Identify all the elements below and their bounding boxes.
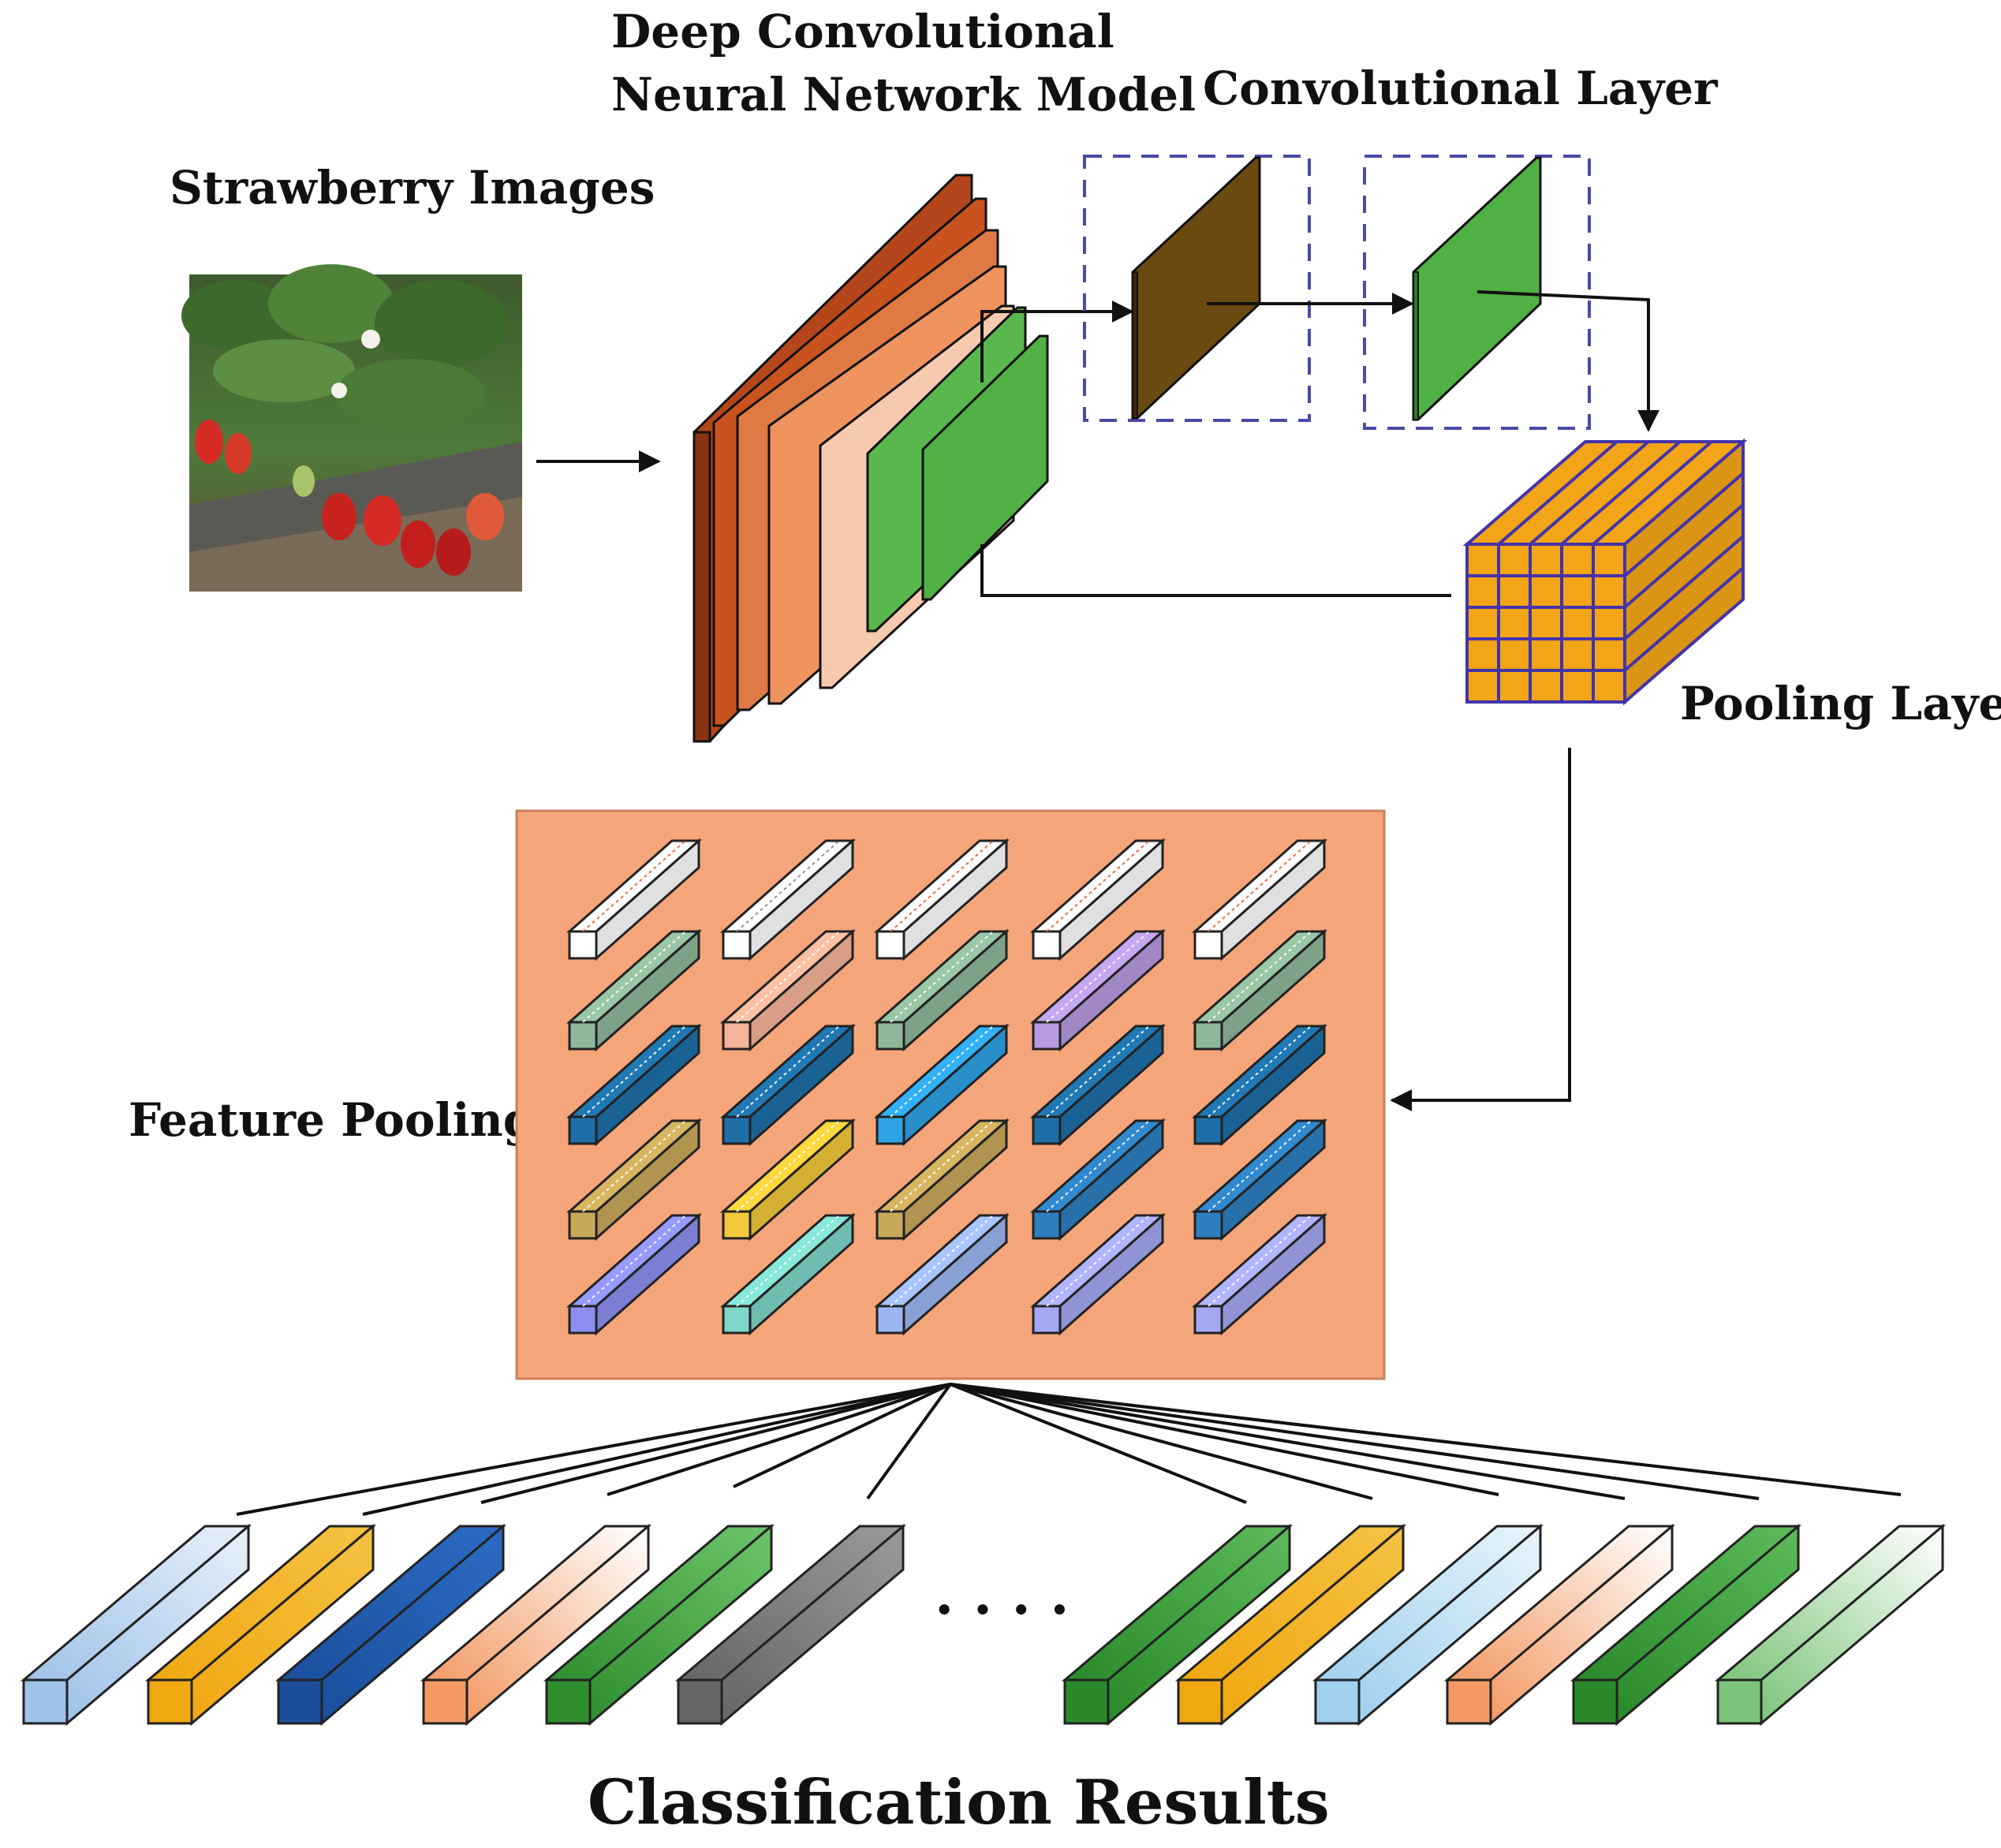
feature-prism bbox=[566, 1212, 702, 1336]
pool-cell bbox=[1560, 543, 1595, 577]
classification-results-title: Classification Results bbox=[588, 1767, 1330, 1839]
fan-line bbox=[733, 1383, 951, 1488]
pool-cell bbox=[1497, 574, 1532, 609]
pool-cell bbox=[1529, 543, 1563, 577]
feature-prism bbox=[566, 1023, 702, 1147]
result-bar bbox=[543, 1523, 775, 1727]
feature-prism bbox=[1030, 1118, 1166, 1241]
pool-cell bbox=[1529, 669, 1563, 704]
fan-line bbox=[950, 1383, 1373, 1500]
feature-prism bbox=[720, 1118, 856, 1241]
feature-prism bbox=[1030, 838, 1166, 961]
strawberry-image bbox=[181, 264, 522, 592]
feature-prism bbox=[874, 1023, 1010, 1147]
result-bar bbox=[144, 1523, 377, 1727]
result-bar bbox=[1174, 1523, 1407, 1727]
pooling-layer-title: Pooling Layer bbox=[1680, 677, 2001, 730]
pool-cell bbox=[1465, 669, 1500, 704]
pool-cell bbox=[1529, 574, 1563, 609]
feature-prism bbox=[1192, 1023, 1327, 1147]
fan-line bbox=[950, 1383, 1626, 1500]
fan-line bbox=[866, 1383, 952, 1500]
fan-out-lines bbox=[236, 1383, 1902, 1516]
result-bar bbox=[20, 1523, 252, 1727]
feature-prism bbox=[874, 1118, 1010, 1241]
fan-line bbox=[950, 1383, 1499, 1496]
pool-cell bbox=[1497, 637, 1532, 672]
conv-box-2 bbox=[1363, 155, 1591, 430]
feature-pooling-title: Feature Pooling bbox=[129, 1093, 535, 1147]
pool-cell bbox=[1560, 637, 1595, 672]
fan-line bbox=[480, 1383, 951, 1504]
line-pool-to-model bbox=[980, 544, 1451, 597]
feature-prism bbox=[1192, 838, 1327, 961]
fan-line bbox=[607, 1383, 951, 1496]
pool-cell bbox=[1592, 606, 1626, 640]
result-bar bbox=[1714, 1523, 1947, 1727]
conv-layer-green bbox=[1412, 156, 1542, 421]
result-bar bbox=[1312, 1523, 1544, 1727]
pool-cell bbox=[1465, 574, 1500, 609]
feature-prism bbox=[1030, 928, 1166, 1052]
model-title-line2: Neural Network Model bbox=[611, 68, 1196, 121]
arrow-conv2-to-pool bbox=[1476, 290, 1659, 432]
input-title: Strawberry Images bbox=[170, 161, 655, 215]
cnn-model-stack bbox=[693, 174, 1049, 743]
conv-layer-title: Convolutional Layer bbox=[1203, 62, 1719, 115]
arrow-pool-to-feature bbox=[1390, 748, 1571, 1111]
result-bar bbox=[1443, 1523, 1676, 1727]
model-title-line1: Deep Convolutional bbox=[611, 5, 1114, 58]
pooling-cube bbox=[1462, 438, 1748, 706]
result-bar bbox=[1061, 1523, 1294, 1727]
feature-prism bbox=[1192, 1212, 1327, 1336]
pool-cell bbox=[1560, 669, 1595, 704]
feature-prism bbox=[720, 838, 856, 961]
pool-cell bbox=[1592, 543, 1626, 577]
feature-prism bbox=[1030, 1212, 1166, 1336]
conv-layer-brown bbox=[1131, 156, 1261, 420]
conv-box-1 bbox=[1083, 155, 1311, 422]
pool-cell bbox=[1592, 669, 1626, 704]
fan-line bbox=[362, 1383, 951, 1516]
arrow-model-to-conv bbox=[980, 301, 1134, 383]
feature-prism bbox=[874, 1212, 1010, 1336]
feature-prism bbox=[1030, 1023, 1166, 1147]
fan-line bbox=[950, 1383, 1247, 1504]
result-bar bbox=[420, 1523, 652, 1727]
result-bar bbox=[674, 1523, 907, 1727]
fan-line bbox=[236, 1383, 951, 1516]
feature-prism bbox=[566, 1118, 702, 1241]
feature-prism bbox=[874, 838, 1010, 961]
result-bar bbox=[274, 1523, 507, 1727]
pool-cell bbox=[1529, 606, 1563, 640]
pool-cell bbox=[1560, 574, 1595, 609]
feature-prism bbox=[566, 838, 702, 961]
feature-prism bbox=[566, 928, 702, 1052]
feature-prism bbox=[1192, 1118, 1327, 1241]
cnn-layer bbox=[921, 334, 1049, 601]
fan-line bbox=[950, 1383, 1760, 1500]
pool-cell bbox=[1465, 543, 1500, 577]
pool-cell bbox=[1497, 543, 1532, 577]
pool-cell bbox=[1465, 606, 1500, 640]
classification-result-bars bbox=[20, 1523, 1947, 1727]
feature-grid bbox=[566, 838, 1327, 1336]
pool-cell bbox=[1560, 606, 1595, 640]
pool-cell bbox=[1529, 637, 1563, 672]
pool-cell bbox=[1592, 574, 1626, 609]
fan-line bbox=[950, 1383, 1902, 1496]
feature-prism bbox=[720, 928, 856, 1052]
feature-prism bbox=[874, 928, 1010, 1052]
feature-prism bbox=[720, 1212, 856, 1336]
feature-prism bbox=[1192, 928, 1327, 1052]
pool-cell bbox=[1497, 606, 1532, 640]
result-bar bbox=[1570, 1523, 1802, 1727]
pool-cell bbox=[1592, 637, 1626, 672]
pool-cell bbox=[1497, 669, 1532, 704]
pool-cell bbox=[1465, 637, 1500, 672]
feature-prism bbox=[720, 1023, 856, 1147]
ellipsis: · · · · bbox=[935, 1577, 1070, 1642]
